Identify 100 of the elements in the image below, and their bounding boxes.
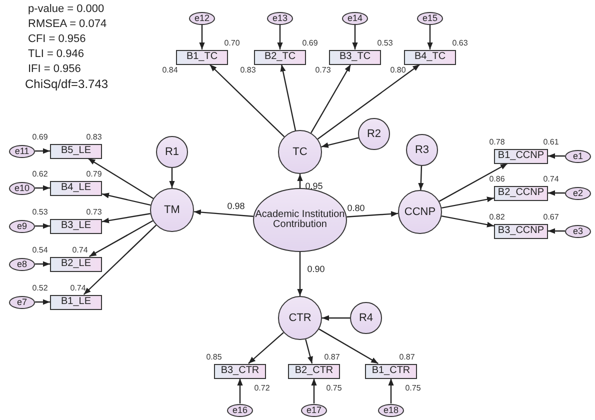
arrow — [346, 211, 398, 218]
arrow — [321, 137, 359, 148]
error-ellipse: e13 — [267, 12, 293, 24]
edge-label: 0.95 — [304, 181, 324, 191]
coefficient-label: 0.73 — [86, 208, 102, 216]
coefficient-label: 0.85 — [206, 352, 222, 362]
coefficient-label: 0.54 — [32, 246, 48, 254]
coefficient-label: 0.53 — [377, 38, 393, 48]
coefficient-label: 0.72 — [254, 384, 270, 392]
arrow — [317, 64, 420, 140]
fit-statistic: IFI = 0.956 — [28, 62, 82, 77]
coefficient-label: 0.67 — [543, 212, 559, 222]
fit-statistic: TLI = 0.946 — [28, 47, 85, 62]
arrow — [83, 224, 157, 295]
fit-statistic: CFI = 0.956 — [28, 32, 87, 47]
arrow — [305, 339, 313, 364]
indicator-box: B2_CTR — [288, 364, 340, 378]
arrow — [548, 153, 565, 159]
arrow — [427, 24, 433, 50]
error-ellipse: e3 — [565, 224, 591, 238]
arrow — [352, 24, 358, 50]
error-ellipse: e15 — [417, 12, 443, 24]
coefficient-label: 0.84 — [162, 66, 178, 74]
coefficient-label: 0.61 — [543, 138, 559, 146]
indicator-box: B2_LE — [50, 256, 102, 272]
indicator-box: B3_TC — [329, 50, 381, 64]
arrow — [89, 220, 154, 258]
indicator-box: B1_TC — [176, 50, 228, 64]
arrow — [311, 378, 317, 404]
arrow — [548, 190, 565, 196]
arrow — [388, 378, 394, 404]
coefficient-label: 0.52 — [32, 284, 48, 292]
indicator-box: B1_CCNP — [494, 148, 548, 164]
error-ellipse: e11 — [9, 144, 35, 158]
error-ellipse: e1 — [565, 150, 591, 162]
coefficient-label: 0.69 — [32, 132, 48, 142]
arrow — [35, 185, 50, 191]
coefficient-label: 0.73 — [315, 66, 331, 74]
indicator-box: B5_LE — [50, 144, 102, 158]
edge-label: 0.80 — [346, 203, 366, 213]
arrow — [35, 299, 50, 305]
arrow — [418, 166, 424, 190]
coefficient-label: 0.69 — [302, 38, 318, 48]
arrow — [277, 24, 283, 50]
arrow — [322, 315, 350, 321]
coefficient-label: 0.75 — [405, 384, 421, 392]
arrow — [548, 228, 565, 234]
arrow — [438, 162, 508, 202]
arrow — [297, 174, 303, 188]
arrow — [442, 196, 494, 209]
error-ellipse: e8 — [9, 258, 35, 270]
coefficient-label: 0.74 — [72, 246, 88, 254]
arrow — [88, 158, 154, 199]
coefficient-label: 0.62 — [32, 170, 48, 178]
coefficient-label: 0.87 — [324, 352, 340, 362]
fit-statistic: ChiSq/df=3.743 — [25, 77, 108, 92]
coefficient-label: 0.79 — [86, 170, 102, 178]
arrow — [209, 64, 285, 138]
error-ellipse: e7 — [9, 296, 35, 308]
arrow — [297, 252, 303, 296]
coefficient-label: 0.86 — [489, 174, 505, 184]
coefficient-label: 0.63 — [452, 38, 468, 48]
arrow — [318, 328, 378, 364]
arrow — [102, 213, 150, 224]
error-ellipse: e9 — [9, 220, 35, 232]
coefficient-label: 0.87 — [399, 352, 415, 362]
error-ellipse: e17 — [301, 404, 327, 416]
arrow — [35, 148, 50, 154]
arrow — [442, 215, 494, 228]
coefficient-label: 0.74 — [70, 284, 86, 292]
indicator-box: B3_CCNP — [494, 224, 548, 238]
arrow — [248, 332, 284, 364]
coefficient-label: 0.53 — [32, 208, 48, 216]
arrow — [35, 261, 50, 267]
coefficient-label: 0.83 — [240, 66, 256, 74]
arrow — [35, 223, 50, 229]
error-ellipse: e16 — [227, 404, 253, 416]
indicator-box: B1_LE — [50, 294, 102, 310]
error-ellipse: e14 — [342, 12, 368, 24]
arrow — [280, 64, 296, 131]
indicator-box: B2_TC — [254, 50, 306, 64]
arrow — [237, 378, 243, 404]
indicator-box: B2_CCNP — [494, 186, 548, 200]
coefficient-label: 0.74 — [543, 174, 559, 184]
indicator-box: B4_TC — [404, 50, 456, 64]
arrow — [194, 209, 254, 217]
error-ellipse: e2 — [565, 186, 591, 200]
error-ellipse: e10 — [9, 182, 35, 194]
coefficient-label: 0.75 — [326, 384, 342, 392]
fit-statistic: p-value = 0.000 — [28, 2, 106, 17]
indicator-box: B3_LE — [50, 218, 102, 234]
coefficient-label: 0.80 — [390, 66, 406, 74]
error-ellipse: e12 — [189, 12, 215, 24]
indicator-box: B1_CTR — [365, 364, 417, 378]
error-ellipse: e18 — [378, 404, 404, 416]
fit-statistic: RMSEA = 0.074 — [28, 17, 108, 32]
edge-label: 0.98 — [226, 201, 246, 211]
latent-ellipse: Academic Institution Contribution — [253, 188, 347, 252]
indicator-box: B3_CTR — [214, 364, 266, 378]
coefficient-label: 0.70 — [224, 38, 240, 48]
